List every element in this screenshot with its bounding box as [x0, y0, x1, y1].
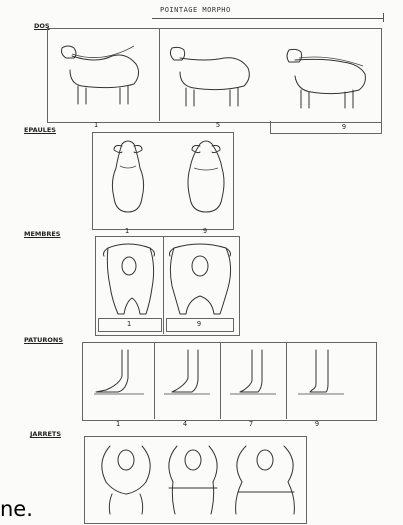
hind-legs-icon: [100, 240, 158, 316]
sheep-icon: [58, 40, 148, 110]
paturons-score-1: 1: [108, 420, 128, 428]
shoulder-icon: [108, 138, 148, 216]
dos-score-cell: [270, 121, 382, 134]
hock-icon: [230, 442, 300, 518]
section-label-jarrets: JARRETS: [30, 430, 61, 438]
pastern-icon: [162, 350, 214, 398]
dos-score-5: 5: [208, 121, 228, 129]
pastern-icon: [92, 350, 148, 398]
dos-score-1: 1: [86, 121, 106, 129]
sheep-icon: [285, 46, 375, 110]
paturons-score-9: 9: [307, 420, 327, 428]
section-label-membres: MEMBRES: [24, 230, 60, 238]
shoulder-icon: [186, 138, 226, 216]
section-label-paturons: PATURONS: [24, 336, 63, 344]
epaules-score-9: 9: [195, 227, 215, 235]
pastern-icon: [228, 350, 280, 398]
membres-score-1: 1: [119, 320, 139, 328]
sheep-icon: [168, 44, 258, 110]
hock-icon: [96, 442, 156, 518]
header-rule: [152, 18, 384, 19]
section-label-epaules: EPAULES: [24, 126, 56, 134]
paturons-score-7: 7: [241, 420, 261, 428]
text-fragment: ne.: [0, 497, 33, 521]
membres-score-9: 9: [189, 320, 209, 328]
paturons-score-4: 4: [175, 420, 195, 428]
dos-score-9: 9: [334, 123, 354, 131]
hock-icon: [163, 442, 223, 518]
pastern-icon: [296, 350, 348, 398]
hind-legs-icon: [168, 240, 232, 316]
page-title: POINTAGE MORPHO: [160, 6, 231, 14]
epaules-score-1: 1: [117, 227, 137, 235]
